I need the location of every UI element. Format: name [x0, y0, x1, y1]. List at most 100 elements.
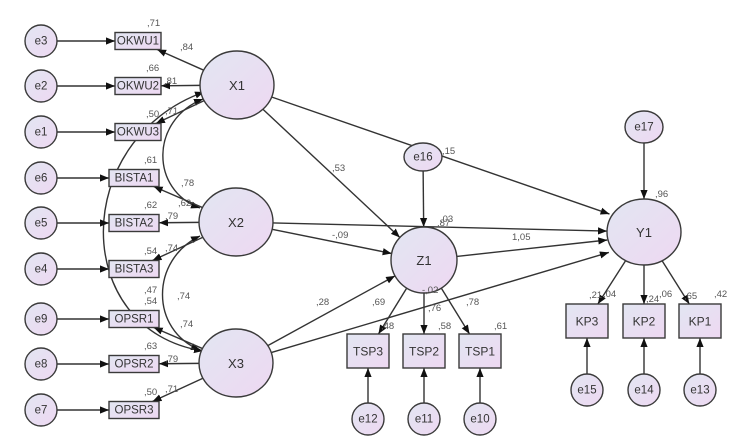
latent-variable-ellipse	[390, 226, 458, 294]
node-opsr2[interactable]: OPSR2	[108, 354, 160, 374]
labels-layer: ,71,66,50,61,62,54,54,63,50,48,58,61,04,…	[144, 18, 727, 398]
node-e10[interactable]: e10	[463, 402, 497, 436]
node-e13[interactable]: e13	[683, 373, 717, 407]
latent-variable-ellipse	[198, 328, 274, 398]
loading-coef-tsp1: ,78	[466, 297, 479, 308]
latent-variable-ellipse	[198, 187, 274, 257]
node-e7[interactable]: e7	[24, 393, 58, 427]
node-kp3[interactable]: KP3	[565, 303, 609, 339]
node-e17[interactable]: e17	[624, 110, 664, 144]
node-e15[interactable]: e15	[570, 373, 604, 407]
observed-variable-box	[114, 122, 162, 142]
node-label: BISTA2	[115, 218, 154, 230]
node-e16[interactable]: e16	[403, 142, 443, 172]
r-squared-opsr3: ,50	[144, 387, 157, 398]
node-tsp3[interactable]: TSP3	[346, 333, 390, 369]
path-coef-x2-z1: -,09	[332, 230, 348, 241]
node-y1[interactable]: Y1	[606, 198, 682, 266]
node-okwu3[interactable]: OKWU3	[114, 122, 162, 142]
node-x3[interactable]: X3	[198, 328, 274, 398]
error-term-circle	[463, 402, 497, 436]
node-z1[interactable]: Z1	[390, 226, 458, 294]
node-e1[interactable]: e1	[24, 115, 58, 149]
node-label: OKWU1	[117, 36, 159, 48]
node-label: BISTA1	[115, 173, 154, 185]
loading-x2-bista1	[153, 185, 203, 209]
error-term-circle	[570, 373, 604, 407]
r-squared-opsr2: ,63	[144, 341, 157, 352]
latent-variable-ellipse	[199, 50, 275, 120]
error-term-circle	[624, 110, 664, 144]
latent-variable-ellipse	[606, 198, 682, 266]
error-term-circle	[24, 393, 58, 427]
node-e2[interactable]: e2	[24, 69, 58, 103]
node-e14[interactable]: e14	[627, 373, 661, 407]
node-e11[interactable]: e11	[407, 402, 441, 436]
node-e12[interactable]: e12	[351, 402, 385, 436]
node-label: e15	[577, 385, 596, 397]
r-squared-tsp1: ,61	[494, 321, 507, 332]
observed-variable-box	[565, 303, 609, 339]
node-opsr1[interactable]: OPSR1	[108, 309, 160, 329]
node-tsp1[interactable]: TSP1	[458, 333, 502, 369]
path-coef-z1-y1: 1,05	[512, 232, 531, 243]
r-squared-opsr1: ,54	[144, 296, 157, 307]
node-bista2[interactable]: BISTA2	[108, 213, 160, 233]
node-tsp2[interactable]: TSP2	[402, 333, 446, 369]
path-x2-z1	[271, 228, 392, 256]
node-label: OPSR3	[115, 405, 154, 417]
loading-z1-tsp1	[440, 287, 471, 335]
node-label: TSP1	[465, 345, 495, 359]
node-e5[interactable]: e5	[24, 206, 58, 240]
r-squared-tsp3: ,48	[381, 321, 394, 332]
correlation-coef-x1-x2: ,62	[178, 198, 191, 209]
error-term-circle	[351, 402, 385, 436]
node-label: e9	[35, 314, 48, 326]
node-label: Z1	[416, 253, 431, 268]
node-x1[interactable]: X1	[199, 50, 275, 120]
correlation-coef-x2-x3: ,74	[177, 291, 190, 302]
node-label: TSP2	[409, 345, 439, 359]
path-coef-x3-y1: -,02	[422, 285, 438, 296]
node-e9[interactable]: e9	[24, 302, 58, 336]
node-label: e2	[35, 81, 48, 93]
path-coef-x2-y1: ,03	[440, 214, 453, 225]
node-kp2[interactable]: KP2	[622, 303, 666, 339]
node-label: e14	[634, 385, 654, 397]
node-e8[interactable]: e8	[24, 347, 58, 381]
observed-variable-box	[108, 168, 160, 188]
error-term-circle	[24, 252, 58, 286]
observed-variable-box	[108, 309, 160, 329]
node-label: e17	[634, 122, 653, 134]
loading-coef-okwu2: ,81	[164, 76, 177, 87]
path-coef-x3-z1: ,28	[316, 297, 329, 308]
node-e3[interactable]: e3	[24, 24, 58, 58]
path-x2-y1	[272, 222, 608, 235]
node-label: OKWU3	[117, 127, 159, 139]
node-label: KP2	[633, 315, 656, 329]
node-label: e13	[690, 385, 709, 397]
observed-variable-box	[402, 333, 446, 369]
node-bista1[interactable]: BISTA1	[108, 168, 160, 188]
node-kp1[interactable]: KP1	[678, 303, 722, 339]
node-label: BISTA3	[115, 264, 154, 276]
error-term-circle	[24, 347, 58, 381]
r-squared-kp3: ,04	[603, 289, 616, 300]
node-e4[interactable]: e4	[24, 252, 58, 286]
node-okwu1[interactable]: OKWU1	[114, 31, 162, 51]
node-label: OPSR1	[115, 314, 154, 326]
node-x2[interactable]: X2	[198, 187, 274, 257]
node-label: e10	[470, 414, 489, 426]
node-e6[interactable]: e6	[24, 161, 58, 195]
observed-variable-box	[622, 303, 666, 339]
path-x1-z1	[262, 108, 401, 238]
node-okwu2[interactable]: OKWU2	[114, 76, 162, 96]
node-opsr3[interactable]: OPSR3	[108, 400, 160, 420]
r-squared-kp1: ,42	[714, 289, 727, 300]
error-term-circle	[24, 161, 58, 195]
node-bista3[interactable]: BISTA3	[108, 259, 160, 279]
loading-y1-kp3	[597, 260, 627, 305]
r-squared-okwu1: ,71	[147, 18, 160, 29]
loading-coef-okwu1: ,84	[180, 42, 193, 53]
